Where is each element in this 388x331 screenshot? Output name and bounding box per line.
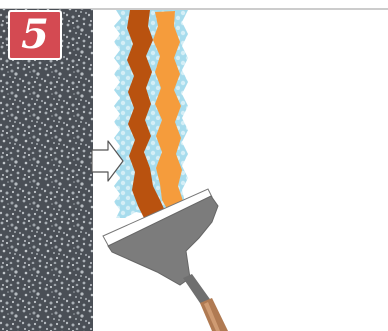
step-number-badge: 5 — [8, 10, 62, 60]
